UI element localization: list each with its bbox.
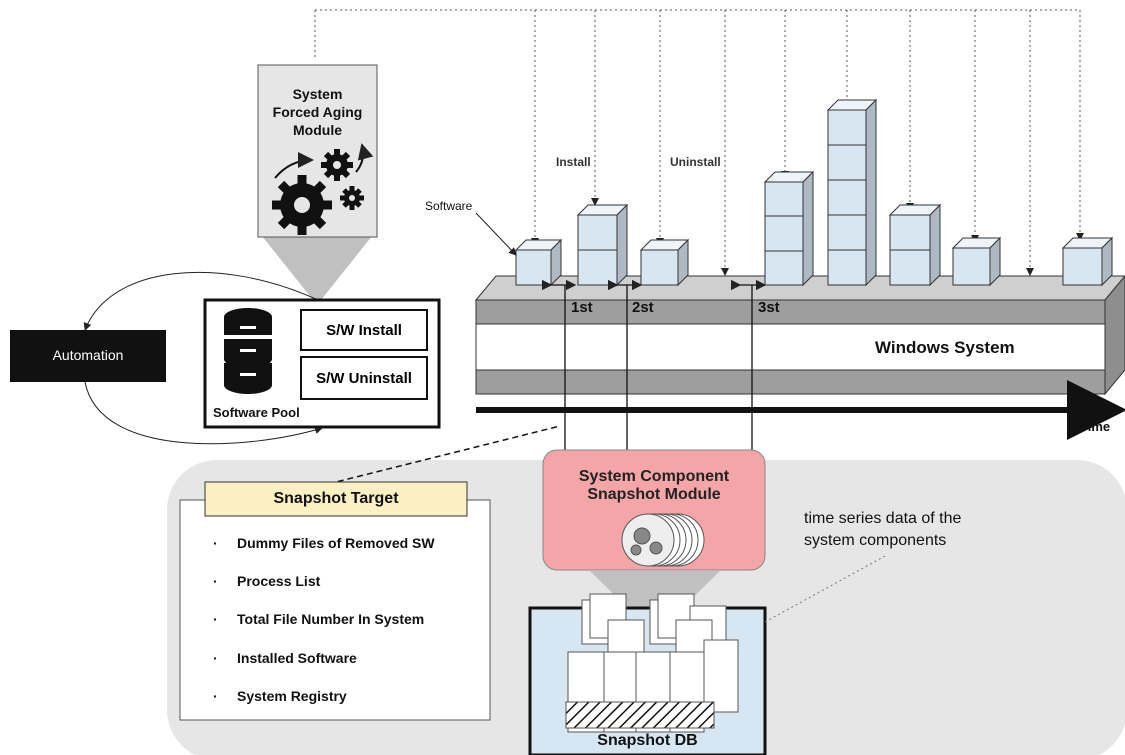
sw-install-button[interactable]: S/W Install <box>300 309 428 351</box>
time-series-note-1: time series data of the <box>804 510 962 527</box>
block-col-3 <box>639 238 690 287</box>
time-series-note-2: system components <box>804 532 947 549</box>
uninstall-label: Uninstall <box>670 155 721 169</box>
snapshot-db-label: Snapshot DB <box>597 732 698 749</box>
block-col-7 <box>951 236 1002 287</box>
time-label: Time <box>1080 419 1111 434</box>
block-col-4 <box>763 170 815 287</box>
automation-label: Automation <box>52 347 124 363</box>
target-item-3: ·Total File Number In System <box>213 611 425 627</box>
gear-icon <box>272 149 364 235</box>
automation-loop-top <box>83 271 319 331</box>
aging-module-title-2: Forced Aging <box>272 104 363 120</box>
automation-box <box>10 330 166 382</box>
sw-uninstall-button[interactable]: S/W Uninstall <box>300 356 428 400</box>
server-stack-icon <box>565 593 739 733</box>
windows-system-label: Windows System <box>875 338 1015 357</box>
aging-module-callout <box>257 64 378 305</box>
software-pointer-arrow <box>475 212 517 256</box>
windows-system-platform <box>474 275 1125 396</box>
target-item-1: ·Dummy Files of Removed SW <box>213 535 435 551</box>
software-label: Software <box>425 199 473 213</box>
target-item-5: ·System Registry <box>213 688 347 704</box>
snapshot-module-box <box>542 449 766 571</box>
database-icon <box>224 308 272 394</box>
automation-loop-bottom <box>84 381 323 445</box>
software-blocks <box>514 98 1114 287</box>
target-item-4: ·Installed Software <box>213 650 357 666</box>
marker-3st: 3st <box>758 299 780 316</box>
block-col-8 <box>1061 236 1114 287</box>
software-pool-label: Software Pool <box>213 405 300 420</box>
target-item-2: ·Process List <box>213 573 321 589</box>
snapshot-markers <box>541 279 767 460</box>
snapshot-target-card <box>179 499 491 721</box>
snapshot-target-title: Snapshot Target <box>273 490 399 507</box>
gear-disk-icon <box>621 513 705 567</box>
block-col-5 <box>826 98 878 287</box>
aging-module-title-1: System <box>292 86 343 102</box>
aging-module-title-3: Module <box>293 122 342 138</box>
snapshot-target-title-box <box>204 481 468 517</box>
block-col-1 <box>514 238 563 287</box>
snapshot-module-title-1: System Component <box>578 468 730 485</box>
dotted-feed-lines <box>314 9 1084 276</box>
block-col-6 <box>888 203 942 287</box>
marker-1st: 1st <box>571 299 593 316</box>
block-col-2 <box>576 203 629 287</box>
snapshot-module-title-2: Snapshot Module <box>587 486 721 503</box>
install-label: Install <box>556 155 591 169</box>
marker-2st: 2st <box>632 299 654 316</box>
